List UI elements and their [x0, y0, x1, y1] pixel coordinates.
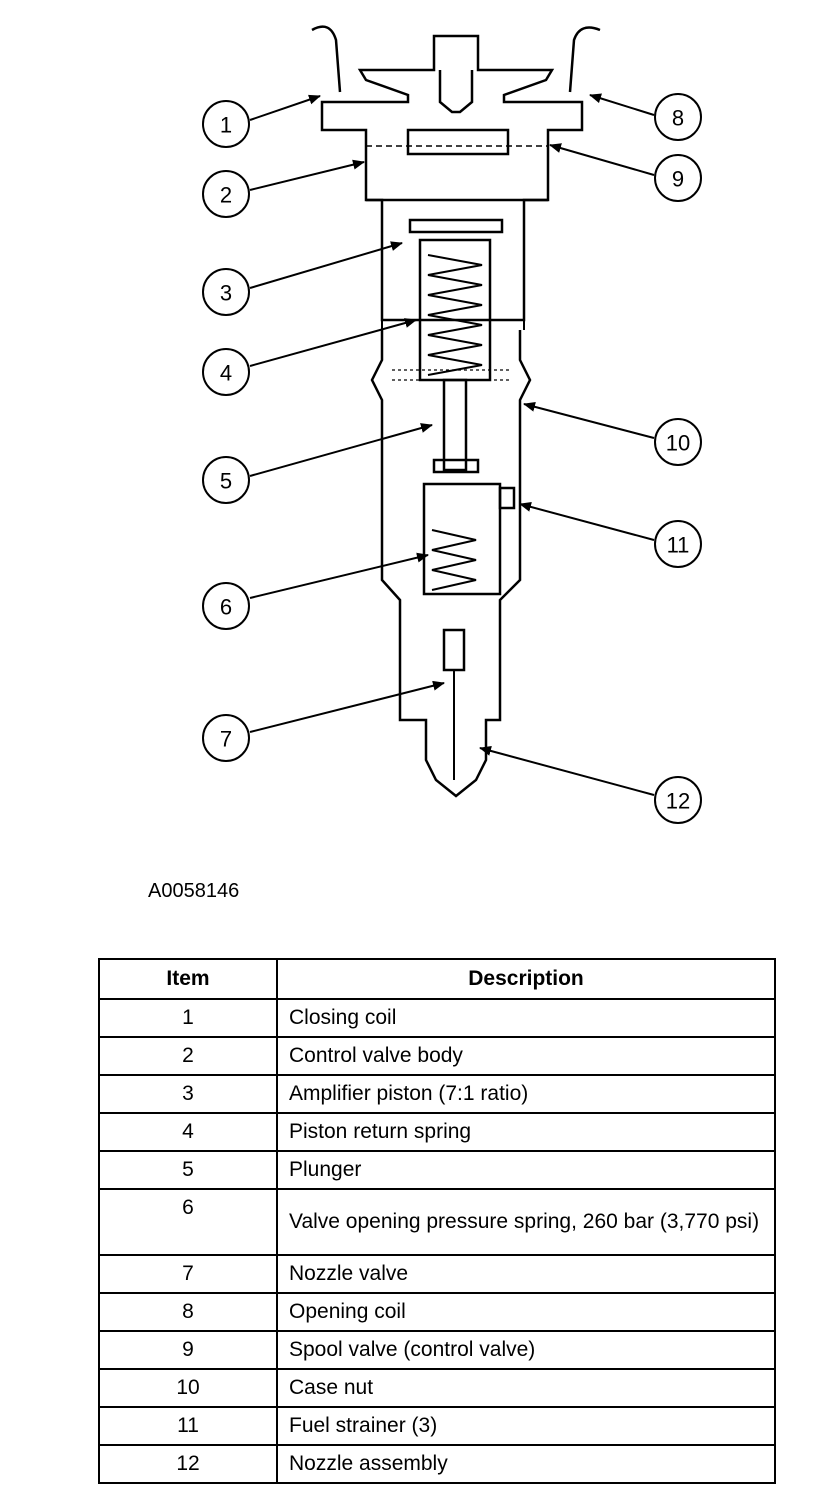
callout-5 — [202, 456, 250, 504]
amplifier-piston-housing — [408, 218, 504, 234]
parts-legend-table: Item Description 1 Closing coil 2 Contro… — [98, 958, 776, 1484]
item-column-header: Item — [98, 958, 278, 1000]
callout-number-10: 10 — [666, 431, 690, 456]
item-number: 9 — [98, 1330, 278, 1370]
callout-number-6: 6 — [220, 595, 232, 620]
callout-6 — [202, 582, 250, 630]
callout-numbers: 1 2 3 4 5 6 7 8 9 10 11 12 — [220, 106, 690, 814]
callout-12 — [654, 776, 702, 824]
item-number: 12 — [98, 1444, 278, 1484]
callout-number-4: 4 — [220, 361, 232, 386]
spring-chamber — [422, 482, 502, 596]
closing-coil-wire — [311, 25, 342, 93]
table-row: 3 Amplifier piston (7:1 ratio) — [98, 1074, 776, 1114]
callout-number-7: 7 — [220, 727, 232, 752]
piston-return-spring — [427, 254, 483, 376]
callout-7 — [202, 714, 250, 762]
case-nut — [370, 330, 532, 798]
item-number: 7 — [98, 1254, 278, 1294]
item-description: Fuel strainer (3) — [276, 1406, 776, 1446]
item-number: 10 — [98, 1368, 278, 1408]
callout-number-2: 2 — [220, 183, 232, 208]
callout-3 — [202, 268, 250, 316]
item-description: Nozzle valve — [276, 1254, 776, 1294]
item-number: 8 — [98, 1292, 278, 1332]
table-row: 1 Closing coil — [98, 998, 776, 1038]
callout-11 — [654, 520, 702, 568]
injector-body — [311, 25, 601, 798]
oil-inlet-throat — [438, 70, 474, 114]
item-description: Amplifier piston (7:1 ratio) — [276, 1074, 776, 1114]
table-row: 4 Piston return spring — [98, 1112, 776, 1152]
item-number: 3 — [98, 1074, 278, 1114]
callout-circles — [202, 93, 702, 824]
callout-9 — [654, 154, 702, 202]
table-row: 10 Case nut — [98, 1368, 776, 1408]
table-row: 7 Nozzle valve — [98, 1254, 776, 1294]
table-row: 2 Control valve body — [98, 1036, 776, 1076]
description-column-header: Description — [276, 958, 776, 1000]
table-row: 12 Nozzle assembly — [98, 1444, 776, 1484]
spool-valve-band — [406, 128, 510, 156]
callout-number-12: 12 — [666, 789, 690, 814]
item-number: 6 — [98, 1188, 278, 1256]
item-description: Nozzle assembly — [276, 1444, 776, 1484]
item-number: 4 — [98, 1112, 278, 1152]
item-description: Spool valve (control valve) — [276, 1330, 776, 1370]
item-description: Case nut — [276, 1368, 776, 1408]
callout-number-8: 8 — [672, 106, 684, 131]
callout-number-9: 9 — [672, 167, 684, 192]
injector-top-cap — [320, 34, 584, 202]
table-row: 8 Opening coil — [98, 1292, 776, 1332]
item-number: 5 — [98, 1150, 278, 1190]
opening-coil-wire — [568, 26, 601, 93]
item-description: Piston return spring — [276, 1112, 776, 1152]
item-number: 11 — [98, 1406, 278, 1446]
figure-id: A0058146 — [148, 880, 240, 902]
table-row: 9 Spool valve (control valve) — [98, 1330, 776, 1370]
table-row: 5 Plunger — [98, 1150, 776, 1190]
item-number: 1 — [98, 998, 278, 1038]
fuel-strainer — [498, 486, 516, 510]
callout-number-1: 1 — [220, 113, 232, 138]
item-description: Opening coil — [276, 1292, 776, 1332]
callout-10 — [654, 418, 702, 466]
item-description: Plunger — [276, 1150, 776, 1190]
table-row: 6 Valve opening pressure spring, 260 bar… — [98, 1188, 776, 1256]
item-number: 2 — [98, 1036, 278, 1076]
item-description: Control valve body — [276, 1036, 776, 1076]
item-description: Closing coil — [276, 998, 776, 1038]
item-description: Valve opening pressure spring, 260 bar (… — [276, 1188, 776, 1256]
plunger — [442, 378, 468, 472]
callout-number-5: 5 — [220, 469, 232, 494]
callout-1 — [202, 100, 250, 148]
injector-cutaway-diagram: 1 2 3 4 5 6 7 8 9 10 11 12 — [202, 25, 702, 824]
callout-2 — [202, 170, 250, 218]
table-header-row: Item Description — [98, 958, 776, 1000]
callout-leaders — [249, 93, 655, 796]
callout-4 — [202, 348, 250, 396]
callout-number-3: 3 — [220, 281, 232, 306]
table-row: 11 Fuel strainer (3) — [98, 1406, 776, 1446]
nozzle-valve — [442, 628, 466, 672]
valve-opening-pressure-spring — [431, 529, 477, 591]
callout-number-11: 11 — [667, 533, 690, 558]
callout-8 — [654, 93, 702, 141]
